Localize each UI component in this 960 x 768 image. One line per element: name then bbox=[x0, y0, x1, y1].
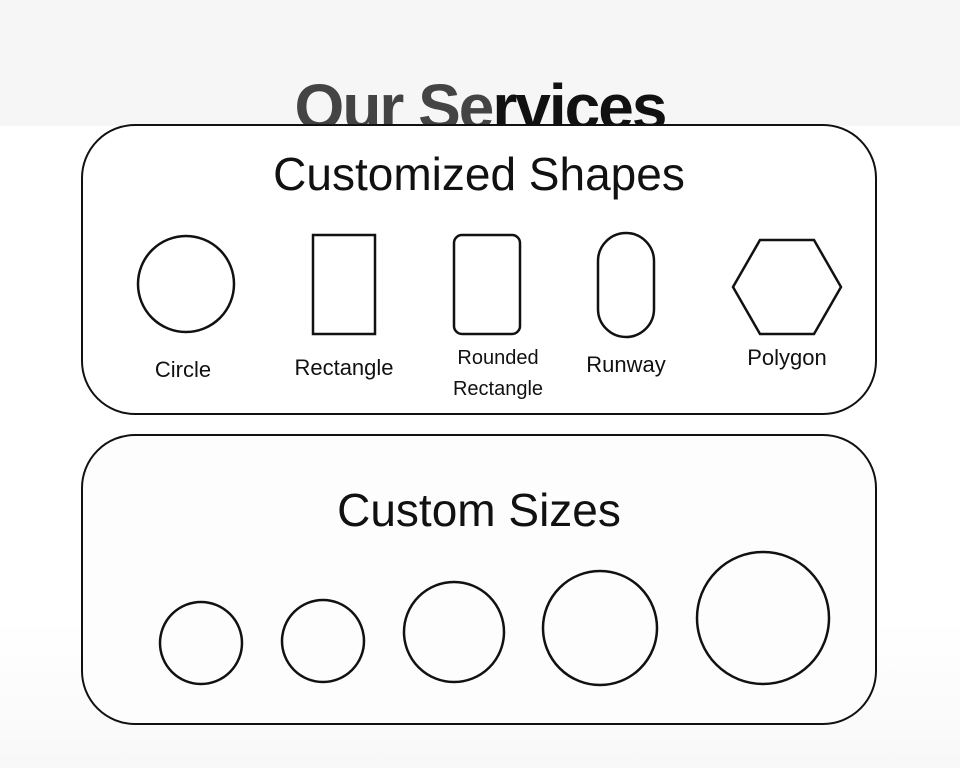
custom-sizes-panel: Custom Sizes bbox=[81, 434, 877, 725]
customized-shapes-heading: Customized Shapes bbox=[273, 148, 685, 200]
circle-size-2-icon bbox=[280, 598, 366, 684]
circle-size-4-icon bbox=[541, 569, 659, 687]
shape-label-rounded-rectangle: Rounded Rectangle bbox=[418, 343, 578, 405]
shapes-illustration bbox=[136, 231, 843, 339]
shape-label-rectangle: Rectangle bbox=[294, 355, 394, 380]
circle-size-1-icon bbox=[158, 600, 244, 686]
custom-sizes-heading: Custom Sizes bbox=[337, 484, 621, 536]
hexagon-polygon-icon bbox=[731, 238, 843, 336]
sizes-illustration bbox=[158, 550, 831, 687]
shape-label-rounded-line-1: Rounded bbox=[457, 347, 539, 369]
shape-label-polygon: Polygon bbox=[747, 345, 827, 370]
shape-label-circle: Circle bbox=[154, 357, 212, 382]
rectangle-shape-icon bbox=[311, 233, 377, 336]
shape-label-rounded-line-2: Rectangle bbox=[452, 378, 544, 400]
shape-label-runway: Runway bbox=[586, 352, 666, 377]
customized-shapes-panel: Customized Shapes Circle Rectangle Round… bbox=[81, 124, 877, 415]
rounded-rectangle-shape-icon bbox=[452, 233, 522, 336]
circle-size-5-icon bbox=[695, 550, 831, 686]
circle-size-3-icon bbox=[402, 580, 506, 684]
runway-shape-icon bbox=[596, 231, 656, 339]
circle-shape-icon bbox=[136, 234, 236, 334]
